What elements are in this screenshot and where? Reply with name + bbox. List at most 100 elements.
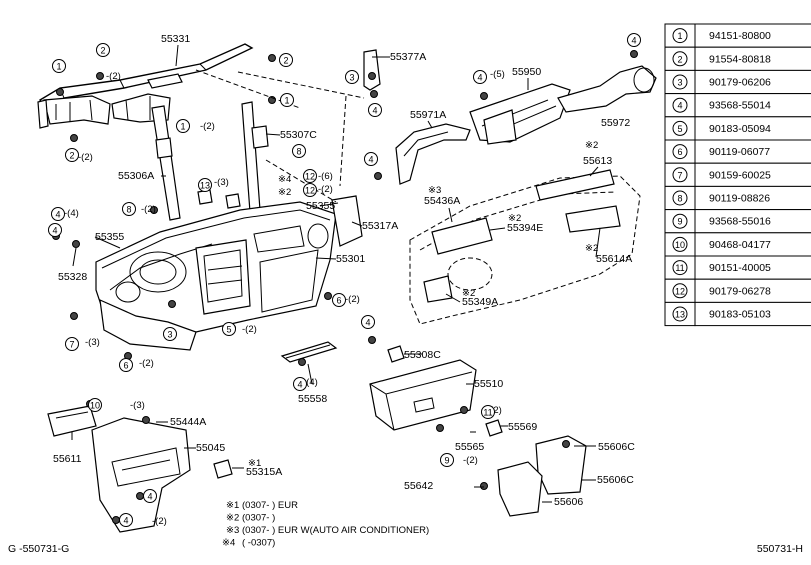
quantity-label: -(2) (242, 324, 257, 335)
part-number-badge: 4 (627, 33, 641, 47)
parts-table-index: 11 (675, 263, 684, 273)
parts-table-part-number: 90119-08826 (709, 193, 770, 205)
callout-label: 55614A (596, 253, 632, 265)
parts-table-row: 8 90119-08826 (664, 185, 811, 211)
legend-entry: ※4 ( -0307) (222, 538, 275, 549)
note-mark: ※4 (278, 174, 291, 185)
callout-label: 55394E (507, 222, 543, 234)
callout-label: 55331 (161, 33, 190, 45)
parts-table-part-number: 90159-60025 (709, 169, 771, 181)
quantity-label: -(4) (64, 208, 79, 219)
callout-label: 55611 (53, 453, 82, 465)
callout-label: 55971A (410, 109, 446, 121)
parts-table-part-number: 94151-80800 (709, 30, 771, 42)
svg-text:4: 4 (477, 73, 482, 83)
part-number-badge: 11 (481, 405, 495, 419)
callout-label: 55301 (336, 253, 365, 265)
parts-table-row: 7 90159-60025 (664, 162, 811, 187)
svg-text:8: 8 (296, 147, 301, 157)
svg-text:2: 2 (100, 46, 105, 56)
note-mark: ※2 (585, 243, 598, 254)
brace-55306a-drawing (151, 105, 181, 221)
part-number-badge: 1 (52, 59, 66, 73)
part-number-badge: 4 (368, 103, 382, 117)
parts-table-index: 8 (677, 194, 682, 204)
part-number-badge: 3 (345, 70, 359, 84)
svg-text:※1: ※1 (226, 500, 239, 511)
legend: ※1(0307- ) EUR※2(0307- )※3(0307- ) EUR W… (222, 500, 429, 549)
svg-text:9: 9 (444, 456, 449, 466)
callout-label: 55972 (601, 117, 630, 129)
part-number-badge: 9 (440, 453, 454, 467)
svg-text:4: 4 (123, 516, 128, 526)
svg-text:※4: ※4 (222, 538, 235, 549)
svg-text:8: 8 (126, 205, 131, 215)
callout-label: 55355 (95, 231, 124, 243)
legend-entry: ※2(0307- ) (226, 513, 275, 524)
part-number-badge: 4 (364, 152, 378, 166)
parts-table-index: 2 (677, 54, 682, 64)
svg-text:※3: ※3 (226, 525, 239, 536)
callout-label: 55606C (597, 474, 634, 486)
side-cover-drawing (497, 435, 587, 517)
lower-panel-drawing (47, 405, 233, 533)
callout-label: 55642 (404, 480, 433, 492)
part-number-badge: 2 (96, 43, 110, 57)
callout-label: 55355 (306, 200, 335, 212)
svg-text:3: 3 (349, 73, 354, 83)
callout-label: 55349A (462, 296, 498, 308)
svg-text:( -0307): ( -0307) (242, 538, 275, 549)
quantity-label: -(2) (106, 71, 121, 82)
part-number-badge: 13 (198, 178, 212, 192)
svg-text:(0307- ): (0307- ) (242, 513, 275, 524)
footer-right-code: 550731-H (757, 543, 803, 555)
parts-table-index: 7 (677, 170, 682, 180)
quantity-label: -(2) (463, 455, 478, 466)
trim-strip-drawing (280, 341, 338, 363)
quantity-label: -(6) (318, 171, 333, 182)
quantity-label: -(2) (139, 358, 154, 369)
callout-label: 55950 (512, 66, 541, 78)
quantity-label: -(2) (152, 516, 167, 527)
svg-text:4: 4 (631, 36, 636, 46)
callout-label: 55436A (424, 195, 460, 207)
svg-text:1: 1 (284, 96, 289, 106)
callout-label: 55558 (298, 393, 327, 405)
part-number-badge: 1 (280, 93, 294, 107)
svg-text:12: 12 (305, 186, 315, 196)
parts-table-part-number: 90119-06077 (709, 146, 770, 158)
quantity-label: -(3) (214, 177, 229, 188)
svg-text:4: 4 (147, 492, 152, 502)
quantity-label: -(2) (200, 121, 215, 132)
quantity-label: -(2) (345, 294, 360, 305)
svg-text:12: 12 (305, 172, 315, 182)
quantity-label: -(2) (318, 184, 333, 195)
duct-55971a-drawing (395, 123, 471, 185)
callout-label: 55613 (583, 155, 612, 167)
parts-table-index: 9 (677, 217, 682, 227)
reinforcement-beam-drawing (37, 43, 254, 129)
parts-table-index: 3 (677, 78, 682, 88)
footer-left-code: G -550731-G (8, 543, 69, 555)
quantity-label: -(4) (303, 377, 318, 388)
bracket-55377a-drawing (363, 49, 381, 91)
instrument-panel-drawing (95, 195, 363, 351)
part-number-badge: 6 (119, 358, 133, 372)
part-number-badge: 6 (332, 293, 346, 307)
callout-label: 55306A (118, 170, 154, 182)
quantity-label: -(3) (130, 400, 145, 411)
parts-table-part-number: 93568-55016 (709, 216, 771, 228)
parts-table-index: 4 (677, 101, 682, 111)
svg-text:4: 4 (55, 210, 60, 220)
part-number-badge: 12 (303, 169, 317, 183)
part-number-badge: 4 (48, 223, 62, 237)
parts-table-row: 4 93568-55014 (664, 93, 811, 118)
parts-table-part-number: 90183-05103 (709, 309, 771, 321)
parts-table-part-number: 93568-55014 (709, 100, 771, 112)
note-mark: ※2 (508, 213, 521, 224)
